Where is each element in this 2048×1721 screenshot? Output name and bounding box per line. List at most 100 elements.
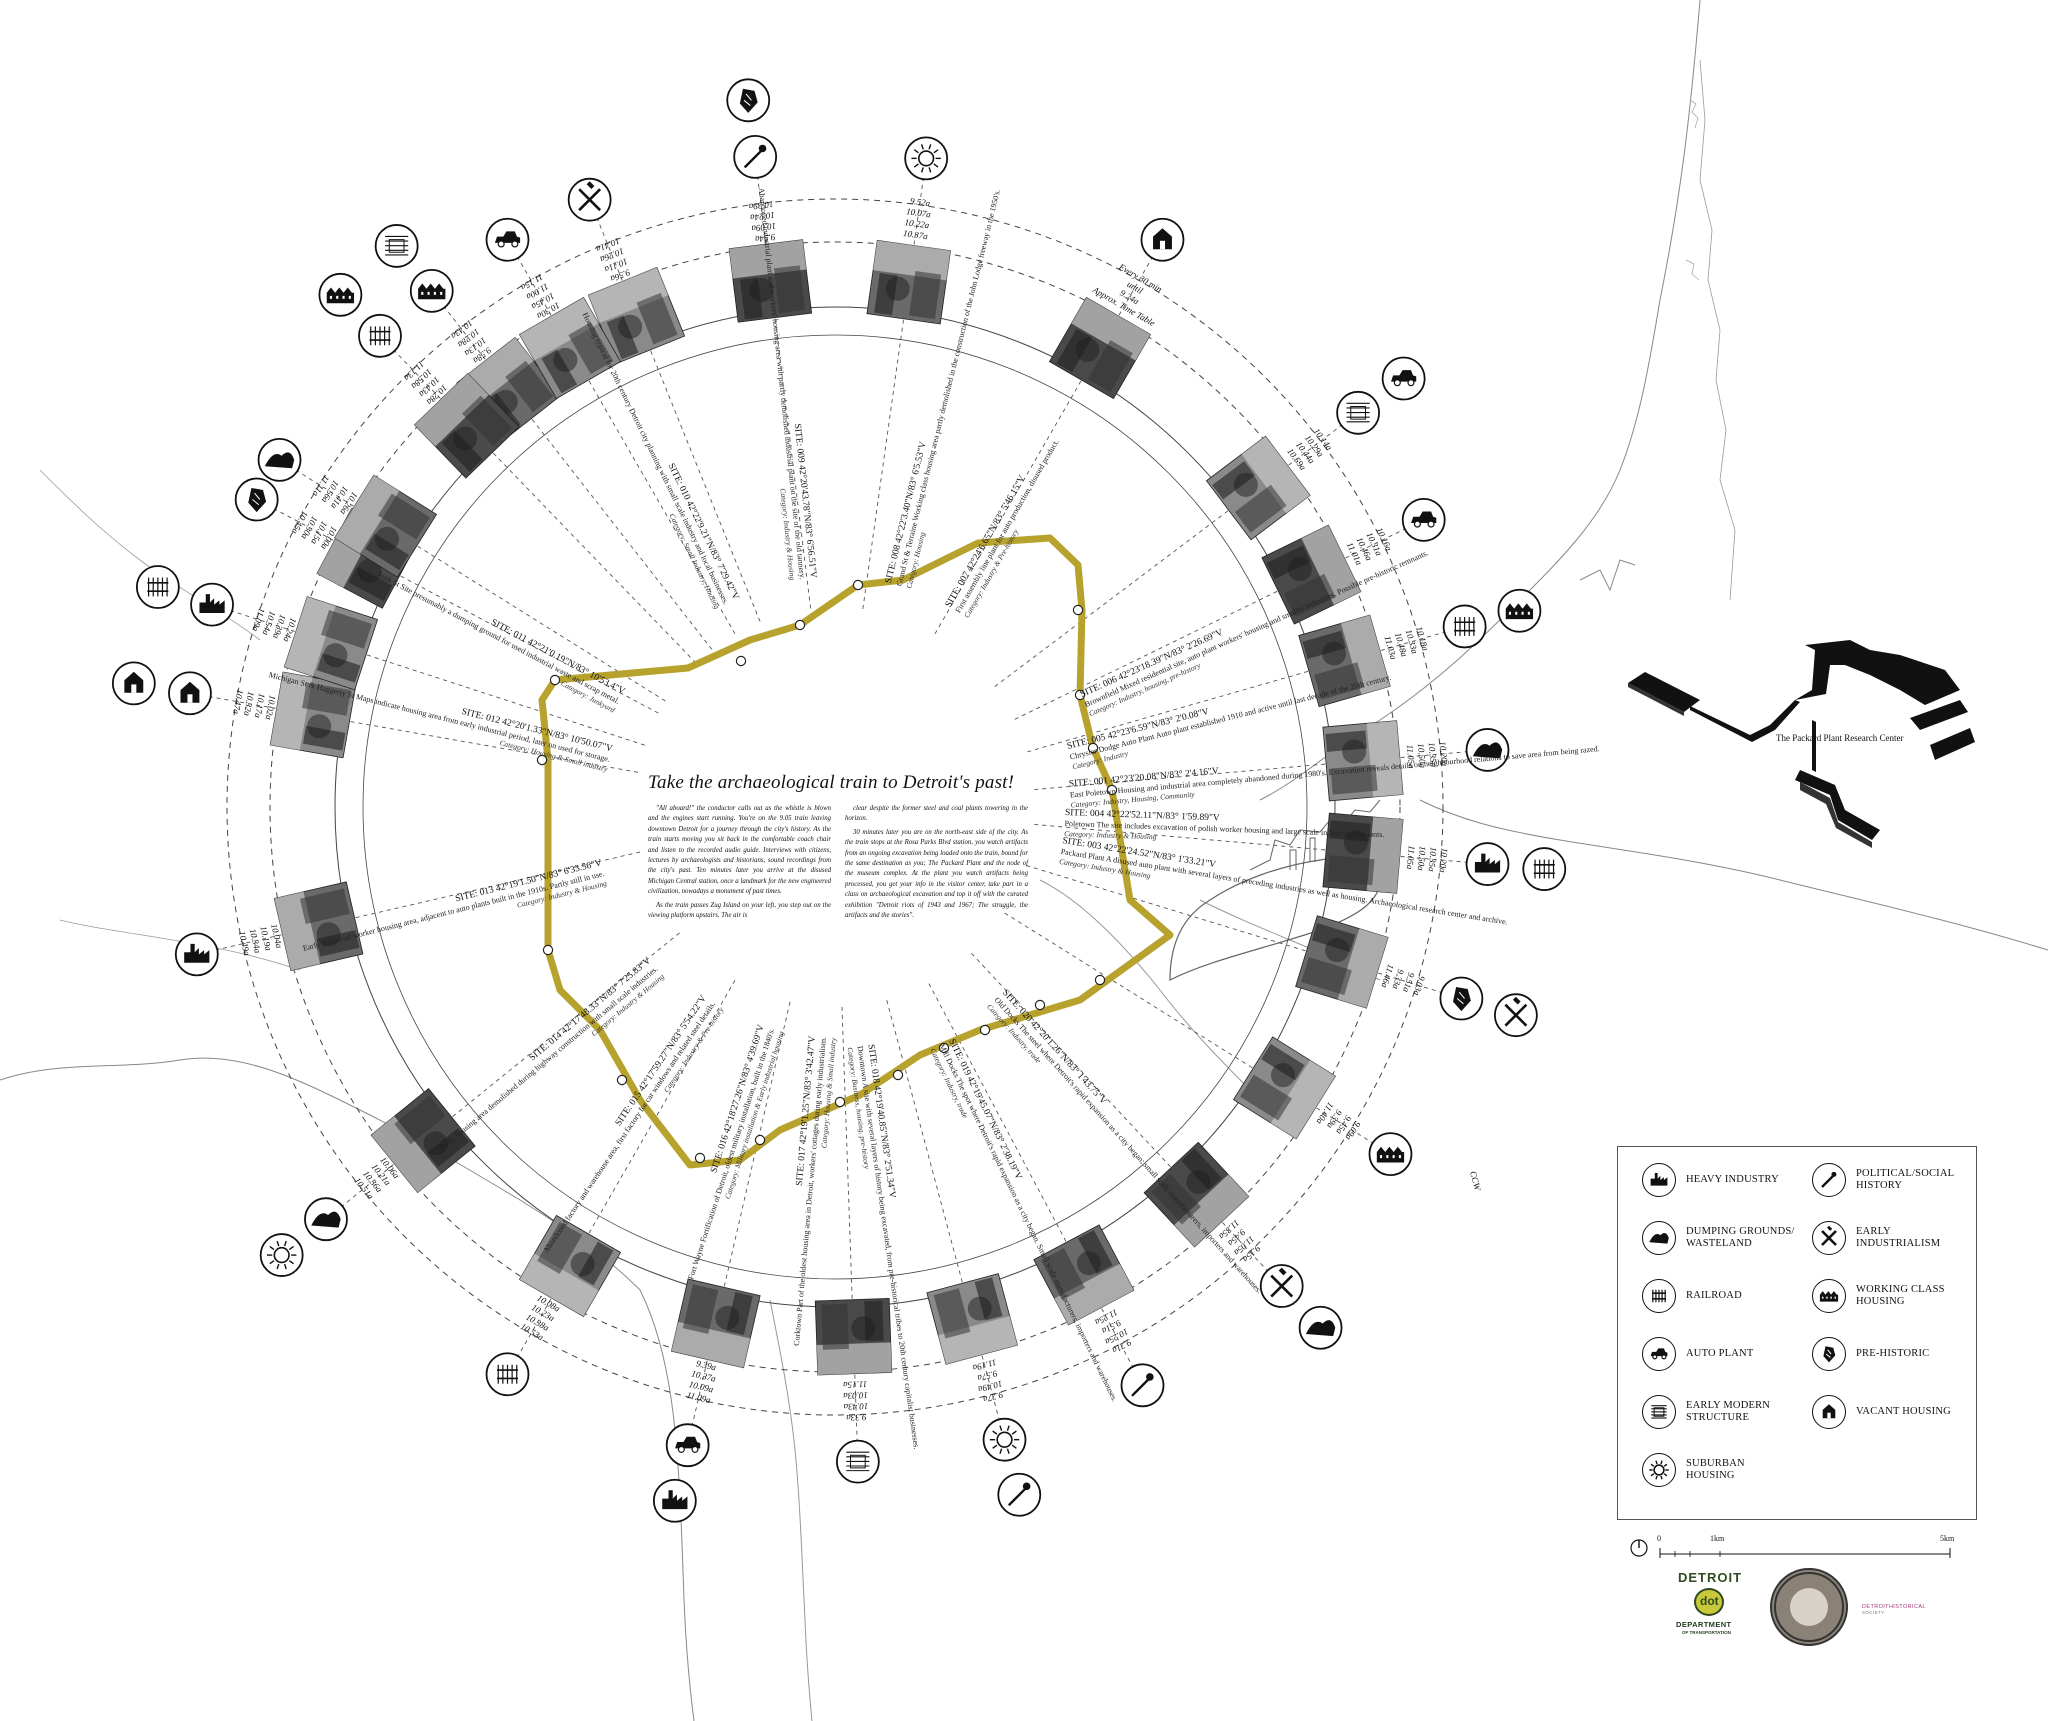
railroad-icon <box>485 1352 530 1397</box>
dot-logo-name: DETROIT <box>1678 1570 1743 1585</box>
historical-society-name: DETROITHISTORICAL <box>1862 1604 1926 1610</box>
legend-label: POLITICAL/SOCIAL HISTORY <box>1856 1168 1954 1191</box>
dumping-grounds-icon <box>304 1197 348 1242</box>
political-social-history-icon <box>997 1472 1042 1517</box>
timetable-entry: 10.35a <box>1427 847 1439 873</box>
political-social-history-icon <box>733 134 778 179</box>
legend-item: EARLY INDUSTRIALISM <box>1812 1221 1966 1255</box>
vacant-housing-icon <box>1140 217 1185 262</box>
spoke-line <box>226 608 645 746</box>
spoke-line <box>204 695 639 773</box>
pre-historic-icon <box>1812 1337 1846 1371</box>
site-text: SITE: 007 42°24'6.65"N/83° 5'46.15"VFirs… <box>943 438 1061 620</box>
dumping-grounds-icon <box>1298 1305 1343 1350</box>
railroad-icon <box>1522 847 1567 891</box>
dot-logo-badge <box>1694 1588 1724 1616</box>
site-photo <box>1143 1141 1250 1248</box>
site-text: SITE: 011 42°21'0.19"N/83° 10'53.4"VJunk… <box>376 570 627 715</box>
station-stop <box>616 1074 628 1086</box>
auto-plant-icon <box>1642 1337 1676 1371</box>
early-industrialism-icon <box>1493 993 1538 1038</box>
timetable-entry: 10.22a <box>904 217 930 230</box>
heavy-industry-icon <box>1465 842 1510 886</box>
spoke-line <box>1004 912 1378 1147</box>
station-stop <box>542 944 554 956</box>
site-photo <box>1048 296 1152 400</box>
site-photo <box>1298 614 1391 708</box>
timetable-entry: 10.02a <box>264 694 278 721</box>
vacant-housing-icon <box>111 661 156 706</box>
station-stop <box>892 1069 904 1081</box>
site-label: SITE: 011 42°21'0.19"N/83° 10'53.4"V <box>489 617 627 697</box>
site-category: Category: Industry & Housing <box>1064 829 1157 841</box>
station-stop <box>794 619 806 631</box>
legend-item: POLITICAL/SOCIAL HISTORY <box>1812 1163 1966 1197</box>
legend-item: EARLY MODERN STRUCTURE <box>1642 1395 1796 1429</box>
site-photo <box>814 1297 893 1376</box>
auto-plant-icon <box>1381 356 1426 401</box>
station-stop <box>536 754 548 766</box>
legend-item: SUBURBAN HOUSING <box>1642 1453 1796 1487</box>
site-text: SITE: 016 42°18'27.26"N/83° 4'39.69"VFor… <box>686 1023 786 1280</box>
site-description: Old Docks The steel where Detroit's rapi… <box>993 995 1264 1295</box>
station-stop <box>754 1134 766 1146</box>
scale-bar: 0 1km 5km <box>1630 1534 1960 1564</box>
site-photo <box>1322 720 1404 802</box>
legend-label: PRE-HISTORIC <box>1856 1348 1930 1359</box>
site-photo <box>670 1278 761 1369</box>
site-label: SITE: 004 42°22'52.11"N/83° 1'59.89"V <box>1065 807 1220 823</box>
site-photo <box>1205 435 1311 541</box>
spoke-line <box>1027 630 1451 753</box>
auto-plant-icon <box>485 217 530 262</box>
dot-logo: DETROIT dot DEPARTMENT OF TRANSPORTATION <box>1670 1568 1750 1648</box>
seal-logo <box>1770 1568 1848 1646</box>
site-photo <box>413 372 520 479</box>
station-stop <box>1034 999 1046 1011</box>
intro-paragraph: 30 minutes later you are on the north-ea… <box>845 828 1028 920</box>
route-stations <box>536 579 1118 1164</box>
scale-zero: 0 <box>1657 1534 1661 1543</box>
intro-column-2: clear despite the former steel and coal … <box>845 804 1028 924</box>
legend-label: WORKING CLASS HOUSING <box>1856 1284 1945 1307</box>
timetable-entry: 10.50a <box>1416 743 1428 769</box>
pre-historic-icon <box>1439 976 1484 1021</box>
legend-item: PRE-HISTORIC <box>1812 1337 1966 1371</box>
intro-column-1: "All aboard!" the conductor calls out as… <box>648 804 831 924</box>
legend-item: VACANT HOUSING <box>1812 1395 1966 1429</box>
packard-label: The Packard Plant Research Center <box>1776 733 1904 743</box>
political-social-history-icon <box>1120 1363 1165 1408</box>
dot-logo-line2: OF TRANSPORTATION <box>1682 1630 1731 1635</box>
site-description: Junk St Site presumably a dumping ground… <box>376 570 621 706</box>
spoke-line <box>886 1000 1002 1426</box>
legend-item: AUTO PLANT <box>1642 1337 1796 1371</box>
site-photo <box>1232 1036 1337 1140</box>
legend-label: AUTO PLANT <box>1686 1348 1754 1359</box>
station-stop <box>1094 974 1106 986</box>
site-photo <box>1261 524 1362 625</box>
train-route <box>538 534 1174 1169</box>
station-stop <box>735 655 747 667</box>
vacant-housing-icon <box>168 671 212 716</box>
site-label: SITE: 014 42°17'48.33"N/83° 7'25.83"V <box>527 955 653 1063</box>
site-photo <box>518 296 622 400</box>
vacant-housing-icon <box>1812 1395 1846 1429</box>
heavy-industry-icon <box>190 582 234 627</box>
legend-item: WORKING CLASS HOUSING <box>1812 1279 1966 1313</box>
suburban-housing-icon <box>904 136 949 181</box>
spoke-line <box>1034 823 1473 864</box>
spoke-line <box>440 302 713 650</box>
intro-panel: Take the archaeological train to Detroit… <box>648 772 1028 924</box>
station-stop <box>694 1152 706 1164</box>
